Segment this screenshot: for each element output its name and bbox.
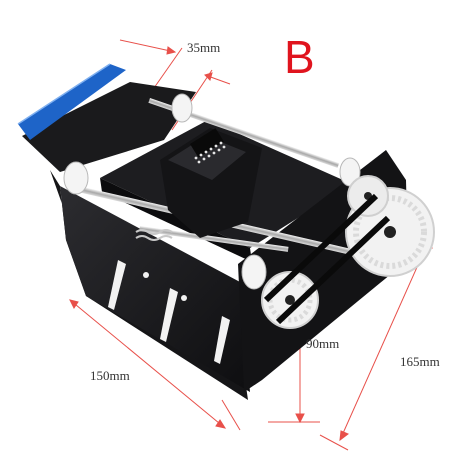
dimension-label-height: 90mm xyxy=(306,336,340,351)
capping-station-assembly xyxy=(17,63,435,400)
dimension-label-width: 150mm xyxy=(90,368,130,383)
front-plate-slots xyxy=(108,260,230,364)
rear-tray xyxy=(22,82,196,172)
spring xyxy=(135,229,173,241)
dimension-label-depth: 165mm xyxy=(400,354,440,369)
blue-wiper xyxy=(18,64,126,140)
front-plate xyxy=(60,186,250,392)
drive-belt xyxy=(263,193,391,325)
gears xyxy=(261,175,435,329)
rollers xyxy=(63,93,361,290)
variant-letter: B xyxy=(284,31,315,83)
capping-head xyxy=(160,128,262,238)
dimension-label-top: 35mm xyxy=(187,40,221,55)
